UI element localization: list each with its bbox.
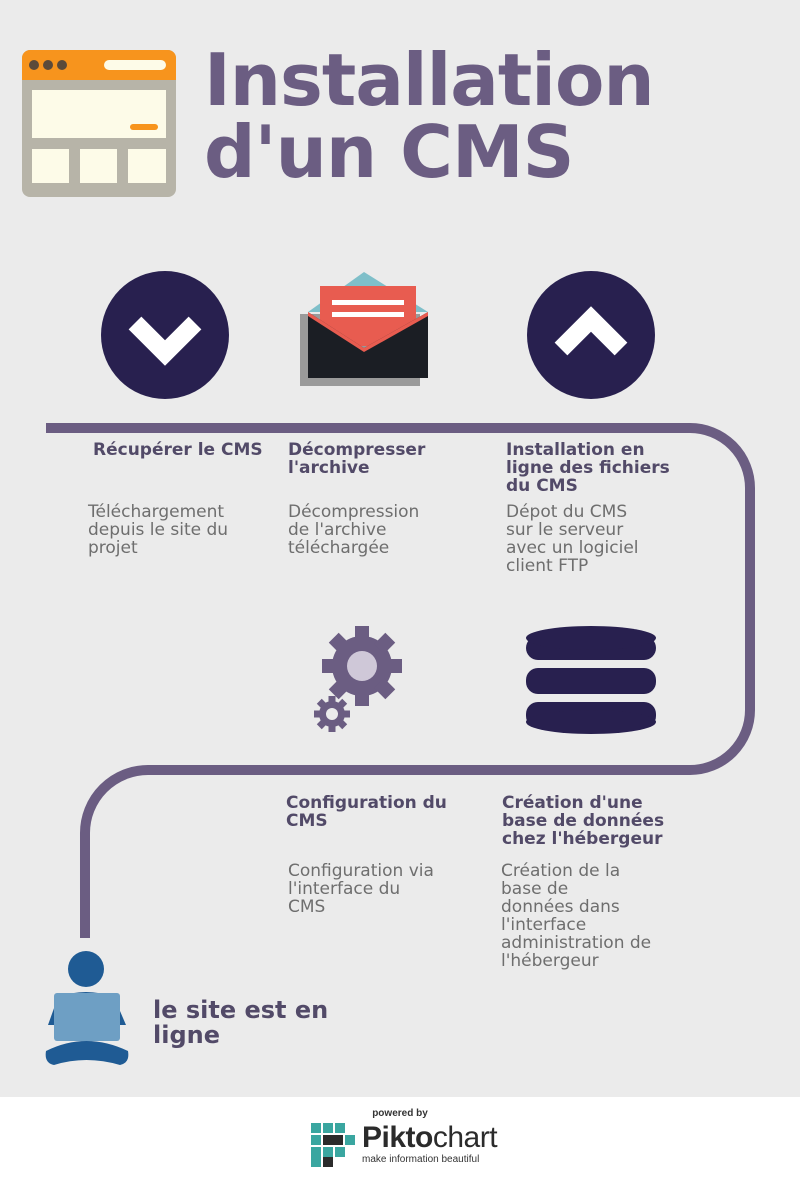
step-title-decompresser: Décompresser l'archive <box>288 440 426 478</box>
envelope-icon <box>300 272 428 386</box>
database-icon <box>526 626 656 734</box>
gear-icon <box>314 626 402 732</box>
step-title-installation: Installation en ligne des fichiers du CM… <box>506 440 670 496</box>
step-desc-base-donnees: Création de la base de données dans l'in… <box>501 861 652 971</box>
footer <box>0 1097 800 1177</box>
brand-tagline: make information beautiful <box>362 1154 480 1165</box>
page-title: Installation d'un CMS <box>204 38 655 194</box>
browser-window-icon <box>22 50 176 197</box>
brand-part-b: chart <box>432 1121 498 1154</box>
step-title-configuration: Configuration du CMS <box>286 793 447 831</box>
page-title-line1: Installation <box>204 38 655 122</box>
page-title-line2: d'un CMS <box>204 110 575 194</box>
upload-icon <box>527 271 655 399</box>
step-desc-recuperer: Téléchargement depuis le site du projet <box>88 502 229 558</box>
step-desc-installation: Dépot du CMS sur le serveur avec un logi… <box>506 502 639 576</box>
piktochart-brand: Piktochart <box>362 1121 498 1155</box>
step-desc-decompresser: Décompression de l'archive téléchargée <box>288 502 420 558</box>
person-laptop-icon <box>45 951 129 1065</box>
step-title-base-donnees: Création d'une base de données chez l'hé… <box>502 793 665 849</box>
brand-part-a: Pikto <box>362 1121 433 1154</box>
step-desc-configuration: Configuration via l'interface du CMS <box>288 861 434 917</box>
final-label: le site est en ligne <box>153 996 329 1049</box>
download-icon <box>101 271 229 399</box>
piktochart-logo-icon <box>311 1123 355 1167</box>
powered-by-label: powered by <box>372 1108 428 1119</box>
step-title-recuperer: Récupérer le CMS <box>93 440 263 460</box>
